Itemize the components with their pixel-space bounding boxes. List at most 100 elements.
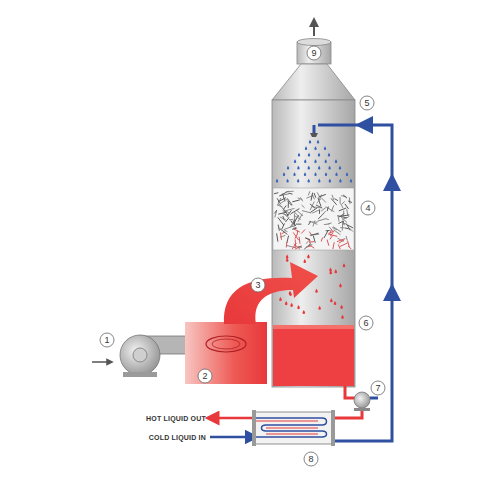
packing-stroke (288, 201, 289, 207)
packing-stroke (317, 199, 321, 203)
hot-droplet (303, 259, 306, 263)
hot-droplet (315, 289, 318, 293)
packing-stroke (312, 222, 317, 224)
heater-chamber (185, 322, 267, 384)
packing-stroke (333, 242, 334, 249)
water-droplet (297, 179, 299, 183)
hot-droplet (334, 301, 337, 305)
packing-stroke (338, 221, 343, 224)
packing-stroke (302, 211, 311, 213)
packing-stroke (291, 226, 296, 228)
hot-droplet (329, 268, 332, 272)
water-droplet (328, 153, 330, 157)
callout-number: 6 (363, 319, 368, 328)
packing-stroke (278, 217, 284, 225)
packing-stroke (324, 230, 328, 238)
packing-stroke (311, 193, 313, 201)
packing-stroke (310, 201, 314, 210)
packing-stroke (305, 238, 310, 239)
water-droplet (335, 159, 337, 163)
hot-droplet (279, 297, 282, 301)
packing-stroke (293, 232, 298, 240)
packing-stroke (278, 212, 286, 214)
packing-stroke (287, 236, 289, 243)
flow-label: HOT LIQUID OUT (146, 415, 206, 422)
spray-nozzle (310, 125, 318, 137)
packing-stroke (274, 193, 278, 194)
water-droplet (317, 140, 319, 144)
callout-number: 2 (202, 372, 207, 381)
packing-stroke (310, 241, 314, 242)
water-droplet (287, 166, 289, 170)
hot-droplet (334, 269, 337, 273)
packing-stroke (277, 233, 278, 241)
packing-stroke (295, 216, 301, 220)
packing-stroke (328, 223, 332, 224)
hot-droplet (297, 305, 300, 309)
water-droplet (276, 179, 278, 183)
packing-stroke (327, 240, 329, 246)
packing-stroke (284, 205, 287, 209)
water-droplet (328, 166, 330, 170)
packing-stroke (339, 208, 346, 211)
packing-stroke (340, 243, 348, 247)
packing-stroke (294, 212, 299, 218)
water-droplet (304, 172, 306, 176)
packing-stroke (340, 197, 341, 204)
water-droplet (314, 172, 316, 176)
blower (92, 335, 188, 377)
hot-droplet (307, 254, 310, 258)
packing-stroke (288, 199, 293, 205)
packing-stroke (306, 244, 312, 246)
flow-label: COLD LIQUID IN (149, 434, 206, 441)
spray-droplets (276, 140, 352, 183)
packing-stroke (298, 198, 303, 200)
packing-stroke (283, 216, 285, 220)
hot-droplet (330, 298, 333, 302)
hot-droplet (286, 258, 289, 262)
packing-stroke (316, 205, 322, 208)
hot-droplet (340, 305, 343, 309)
packing-stroke (321, 198, 326, 203)
packing-stroke (325, 219, 329, 220)
packing-stroke (319, 209, 320, 213)
packing-stroke (292, 228, 296, 229)
water-droplet (314, 146, 316, 150)
packing-stroke (285, 218, 289, 222)
water-droplet (308, 179, 310, 183)
water-droplet (294, 159, 296, 163)
packing-stroke (280, 233, 281, 240)
water-droplet (318, 166, 320, 170)
packing-stroke (284, 226, 293, 229)
packing-stroke (312, 210, 319, 213)
hot-droplet (302, 310, 305, 314)
packing-stroke (314, 193, 316, 198)
hot-droplet (285, 301, 288, 305)
water-droplet (297, 166, 299, 170)
packing-stroke (343, 195, 347, 198)
packing-stroke (348, 201, 352, 203)
water-droplet (283, 172, 285, 176)
packing-stroke (321, 238, 322, 242)
water-droplet (298, 153, 300, 157)
gas-duct (224, 262, 318, 324)
packing-stroke (290, 221, 294, 227)
tower (272, 64, 355, 387)
packing-stroke (280, 217, 286, 220)
packing-stroke (289, 219, 293, 220)
packing-stroke (274, 210, 276, 213)
packing-stroke (341, 204, 343, 209)
packing-stroke (301, 205, 304, 208)
packing-stroke (306, 240, 309, 243)
heat-exchanger (252, 410, 335, 446)
water-droplet (308, 153, 310, 157)
packing-stroke (285, 208, 294, 210)
packing-stroke (331, 205, 333, 211)
hot-droplet (318, 306, 321, 310)
piping (210, 125, 392, 441)
water-droplet (305, 146, 307, 150)
packing-stroke (343, 211, 344, 216)
